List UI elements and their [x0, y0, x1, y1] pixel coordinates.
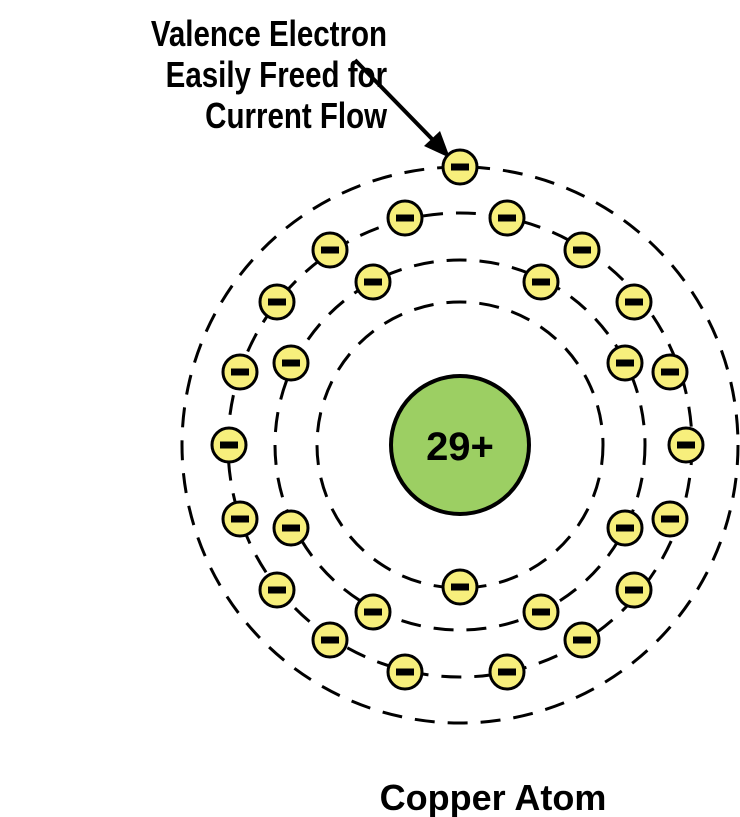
electron [311, 231, 349, 269]
electron [386, 199, 424, 237]
caption: Copper Atom [380, 777, 607, 817]
electron [606, 344, 644, 382]
electron-shell-4 [180, 165, 740, 725]
electron [272, 344, 310, 382]
callout-line-3: Current Flow [205, 95, 387, 135]
electron-shell-2 [273, 258, 647, 632]
electron [488, 653, 526, 691]
electron [606, 509, 644, 547]
nucleus-label: 29+ [426, 425, 494, 469]
electron [522, 263, 560, 301]
electron-shell-1 [315, 300, 605, 590]
electron [210, 426, 248, 464]
electron [651, 500, 689, 538]
callout-line-1: Valence Electron [151, 13, 387, 53]
electron [272, 509, 310, 547]
callout-line-2: Easily Freed for [166, 54, 388, 94]
electron [311, 621, 349, 659]
electron [488, 199, 526, 237]
valence-electron [441, 148, 479, 186]
electron [563, 621, 601, 659]
electron [221, 500, 259, 538]
electron [615, 571, 653, 609]
electron [441, 568, 479, 606]
electron [386, 653, 424, 691]
electron [667, 426, 705, 464]
electron [615, 283, 653, 321]
electron [522, 593, 560, 631]
electron [354, 263, 392, 301]
callout-arrow [353, 58, 450, 158]
electron [563, 231, 601, 269]
electron [258, 283, 296, 321]
electron [221, 353, 259, 391]
nucleus: 29+ [389, 374, 531, 516]
electron [354, 593, 392, 631]
electron [258, 571, 296, 609]
electron [651, 353, 689, 391]
